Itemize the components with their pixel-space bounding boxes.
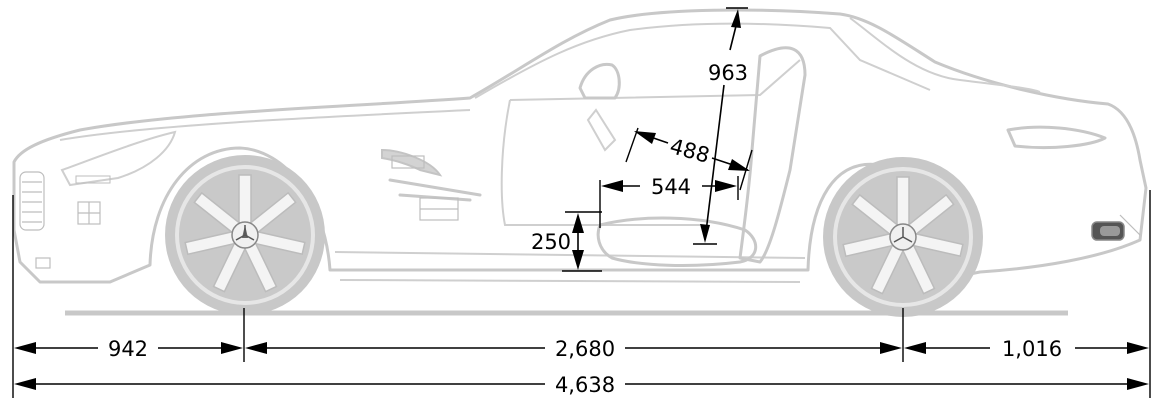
car-silhouette — [12, 8, 1148, 317]
side-sill — [334, 251, 806, 283]
front-overhang-dimension: 942 — [14, 337, 243, 361]
front-overhang-label: 942 — [108, 337, 148, 361]
rear-wheel — [823, 157, 983, 317]
seat-outline — [586, 46, 807, 267]
bonnet-crease — [59, 109, 471, 141]
side-mirror — [578, 62, 621, 100]
front-grille — [19, 171, 101, 269]
side-gills — [381, 148, 482, 221]
dimension-annotations: 942 2,680 1,016 4,638 — [12, 7, 1151, 398]
rear-window-line — [849, 17, 1041, 93]
overall-length-label: 4,638 — [555, 373, 615, 397]
front-wheel — [165, 155, 325, 315]
headroom-label: 963 — [708, 61, 748, 85]
rear-light — [1006, 125, 1107, 150]
rear-overhang-label: 1,016 — [1002, 337, 1062, 361]
seat-cushion-dimension: 544 — [599, 175, 739, 228]
wheelbase-label: 2,680 — [555, 337, 615, 361]
seat-height-label: 250 — [531, 230, 571, 254]
window-line — [474, 22, 931, 99]
rear-overhang-dimension: 1,016 — [904, 337, 1149, 361]
seat-cushion-label: 544 — [651, 175, 691, 199]
overall-length-dimension: 4,638 — [14, 373, 1149, 397]
headlight-led-strip — [75, 175, 111, 184]
seat-back-label: 488 — [667, 134, 712, 168]
seat-height-dimension: 250 — [531, 211, 602, 272]
rear-diffuser — [1091, 214, 1141, 241]
headlight — [60, 130, 177, 187]
headroom-dimension: 963 — [693, 7, 748, 245]
wheelbase-dimension: 2,680 — [245, 337, 902, 361]
